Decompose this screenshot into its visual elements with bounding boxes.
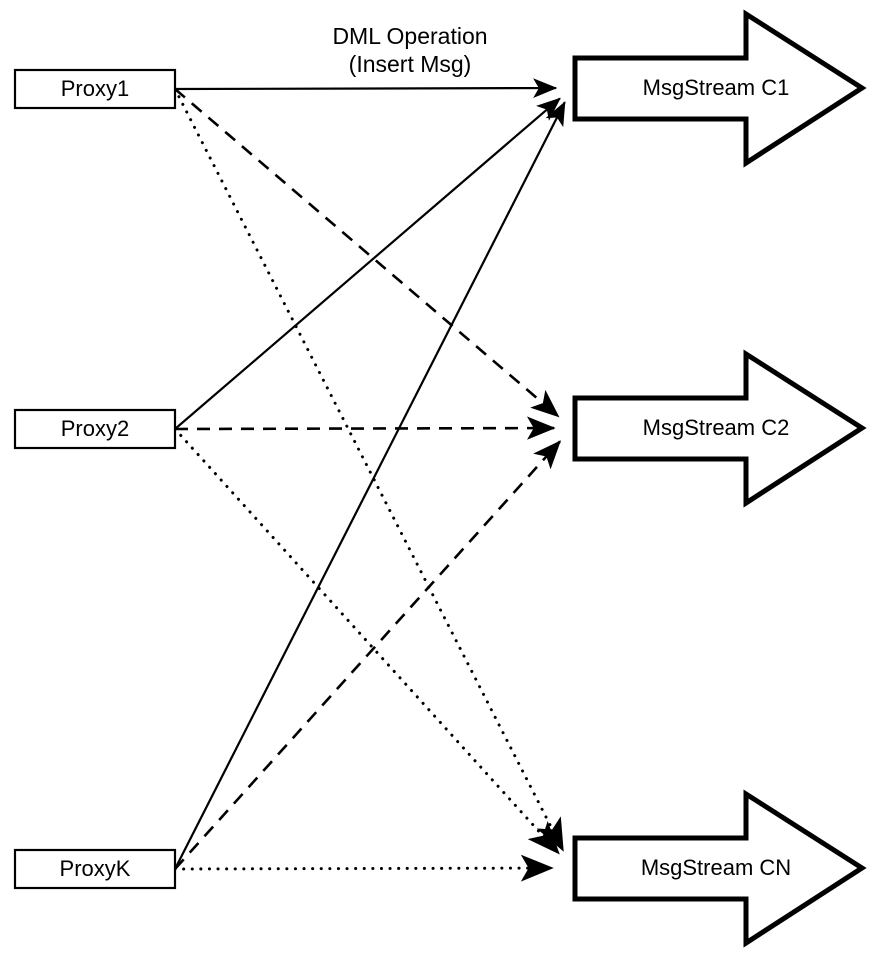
connection-p1-c1 xyxy=(174,78,558,98)
stream-node-stream_c2[interactable]: MsgStream C2 xyxy=(572,349,867,508)
stream-arrow-stream_cn[interactable] xyxy=(572,789,867,948)
proxy-node-proxy2[interactable]: Proxy2 xyxy=(13,408,177,450)
connection-p1-cn xyxy=(173,87,565,852)
connection-pk-c1 xyxy=(174,101,566,870)
proxy-label-proxyk: ProxyK xyxy=(60,856,131,881)
edge-caption-line-2: (Insert Msg) xyxy=(349,51,472,77)
proxy-box-proxy1[interactable] xyxy=(13,68,177,110)
stream-node-stream_cn[interactable]: MsgStream CN xyxy=(572,789,867,948)
stream-arrow-stream_c2[interactable] xyxy=(572,349,867,508)
stream-label-stream_c1: MsgStream C1 xyxy=(643,75,790,100)
stream-label-stream_cn: MsgStream CN xyxy=(641,855,791,880)
edge-caption-line-1: DML Operation xyxy=(332,23,487,49)
stream-arrow-stream_c1[interactable] xyxy=(572,9,867,168)
streams-layer: MsgStream C1 MsgStream C2 MsgStream CN xyxy=(572,9,867,948)
connection-p2-c2 xyxy=(174,416,556,440)
proxy-box-proxy2[interactable] xyxy=(13,408,177,450)
connection-pk-c2 xyxy=(174,440,562,870)
proxy-box-proxyk[interactable] xyxy=(13,848,177,890)
edge-caption: DML Operation (Insert Msg) xyxy=(332,23,487,77)
proxy-label-proxy1: Proxy1 xyxy=(61,76,129,101)
connection-p2-c1 xyxy=(174,97,561,430)
proxy-node-proxyk[interactable]: ProxyK xyxy=(13,848,177,890)
proxy-label-proxy2: Proxy2 xyxy=(61,416,129,441)
stream-label-stream_c2: MsgStream C2 xyxy=(643,415,790,440)
stream-node-stream_c1[interactable]: MsgStream C1 xyxy=(572,9,867,168)
proxy-node-proxy1[interactable]: Proxy1 xyxy=(13,68,177,110)
connection-pk-cn xyxy=(173,854,554,882)
connections-layer xyxy=(173,78,566,882)
connection-p1-c2 xyxy=(174,88,560,418)
connection-p2-cn xyxy=(173,427,561,855)
